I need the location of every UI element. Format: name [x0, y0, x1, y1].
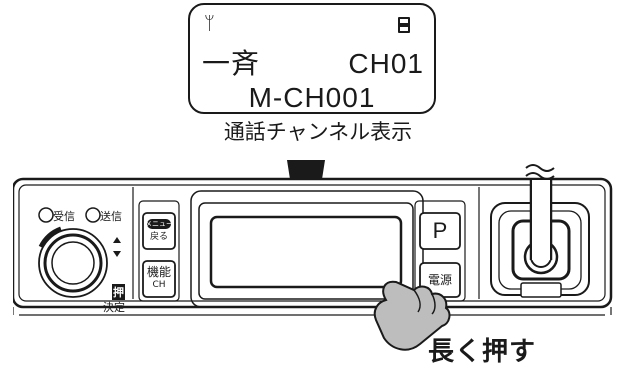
p-button[interactable]: P	[420, 213, 460, 249]
lcd-mchannel: M-CH001	[248, 82, 376, 113]
lcd-group-label: 一斉	[202, 47, 261, 80]
receive-led-label: 受信	[53, 210, 75, 223]
function-ch-button[interactable]: 機能 CH	[143, 261, 175, 297]
p-label: P	[432, 218, 448, 243]
lcd-display-callout: ᛘ 一斉 CH01 M-CH001	[188, 3, 436, 114]
menu-back-button[interactable]: メニュー 戻る	[143, 213, 175, 249]
back-label: 戻る	[149, 232, 168, 242]
antenna-icon: ᛘ	[204, 13, 215, 34]
power-label: 電源	[427, 273, 452, 287]
send-led-label: 送信	[100, 210, 122, 223]
power-button[interactable]: 電源	[420, 263, 460, 297]
menu-label: メニュー	[145, 220, 173, 228]
long-press-instruction: 長く押す	[428, 337, 537, 367]
lcd-channel: CH01	[348, 48, 424, 79]
function-label: 機能	[146, 265, 171, 279]
push-label: 押	[112, 284, 125, 300]
ch-label: CH	[152, 280, 166, 290]
finger-icon	[373, 280, 451, 351]
display-caption: 通話チャンネル表示	[223, 120, 413, 144]
radio-unit	[13, 177, 613, 316]
battery-icon	[398, 17, 410, 33]
confirm-label: 決定	[103, 301, 125, 314]
